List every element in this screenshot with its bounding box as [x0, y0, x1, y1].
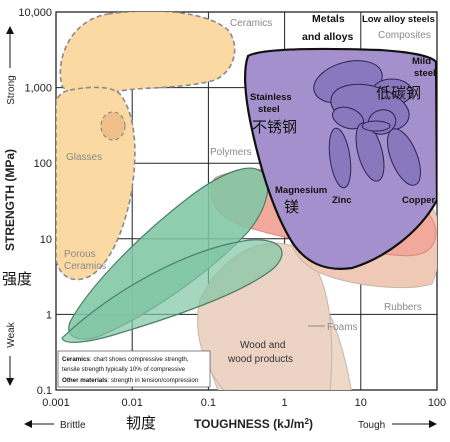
label-stainless: Stainless steel [250, 92, 294, 115]
x-tick-label: 100 [428, 397, 446, 409]
region-ceramics [59, 12, 236, 97]
label-metals: Metals and alloys [302, 13, 354, 43]
notes-box [57, 350, 211, 388]
y-tick-label: 1,000 [24, 83, 52, 95]
region-composites-band [61, 239, 283, 343]
y-tick-label: 10,000 [18, 7, 52, 19]
y-side-strong: Strong [6, 75, 17, 104]
label-low-alloy: Low alloy steels [362, 14, 435, 25]
label-zinc: Zinc [332, 195, 352, 206]
x-side-brittle: Brittle [60, 420, 86, 431]
y-side-weak: Weak [6, 321, 17, 347]
region-zinc [355, 122, 385, 182]
y-tick-labels: 0.1 1 10 100 1,000 10,000 [18, 7, 52, 397]
y-tick-label: 0.1 [37, 385, 52, 397]
y-tick-label: 10 [40, 234, 52, 246]
label-stainless-line2: steel [258, 104, 280, 115]
label-polymers: Polymers [210, 147, 252, 158]
cjk-toughness: 韧度 [126, 414, 156, 432]
x-tick-label: 10 [355, 397, 367, 409]
region-magnesium [328, 127, 352, 189]
cjk-magnesium: 镁 [284, 198, 299, 216]
label-glasses: Glasses [66, 152, 102, 163]
label-mild-steel: Mild steel [412, 56, 436, 79]
label-ceramics: Ceramics [230, 18, 272, 29]
x-tick-label: 0.001 [42, 397, 70, 409]
label-porous-line2: Ceramics [64, 261, 106, 272]
x-tick-label: 1 [282, 397, 288, 409]
y-arrow-down-head [6, 378, 14, 386]
x-arrow-left-head [24, 420, 32, 428]
x-axis-title: TOUGHNESS (kJ/m2) [194, 417, 313, 432]
label-composites: Composites [378, 30, 431, 41]
label-rubbers: Rubbers [384, 302, 422, 313]
cjk-strength: 强度 [2, 270, 32, 288]
label-magnesium: Magnesium [275, 185, 327, 196]
y-tick-label: 100 [34, 158, 52, 170]
note-line-3: Other materials: strength in tension/com… [62, 377, 199, 384]
y-arrow-up-head [6, 26, 14, 34]
cjk-low-carbon-steel: 低碳钢 [376, 84, 421, 102]
y-axis-title-group: STRENGTH (MPa) Strong Weak [3, 26, 17, 386]
x-tick-label: 0.1 [201, 397, 216, 409]
region-steel-overlap [361, 120, 391, 132]
y-axis-title: STRENGTH (MPa) [3, 149, 17, 251]
note-line-1: Ceramics: chart shows compressive streng… [62, 356, 189, 363]
label-wood: Wood and wood products [227, 340, 293, 365]
region-glasses [100, 111, 126, 141]
label-porous: Porous Ceramics [64, 249, 106, 272]
y-tick-label: 1 [46, 309, 52, 321]
label-copper: Copper [402, 195, 436, 206]
x-tick-label: 0.01 [121, 397, 142, 409]
cjk-stainless-steel: 不锈钢 [252, 118, 297, 136]
x-side-tough: Tough [358, 420, 385, 431]
label-metals-line2: and alloys [302, 31, 354, 43]
metal-subregions [313, 60, 421, 189]
x-arrow-right-head [429, 420, 437, 428]
label-stainless-line1: Stainless [250, 92, 292, 103]
label-mild-line1: Mild [412, 56, 431, 67]
label-wood-line2: wood products [227, 354, 293, 365]
label-mild-line2: steel [414, 68, 436, 79]
note-line-2: tensile strength typically 10% of compre… [62, 366, 186, 373]
label-metals-line1: Metals [312, 13, 345, 25]
x-tick-labels: 0.001 0.01 0.1 1 10 100 [42, 397, 446, 409]
label-wood-line1: Wood and [240, 340, 285, 351]
label-foams: Foams [327, 322, 358, 333]
label-porous-line1: Porous [64, 249, 96, 260]
x-axis-title-group: Brittle TOUGHNESS (kJ/m2) Tough [24, 417, 437, 432]
